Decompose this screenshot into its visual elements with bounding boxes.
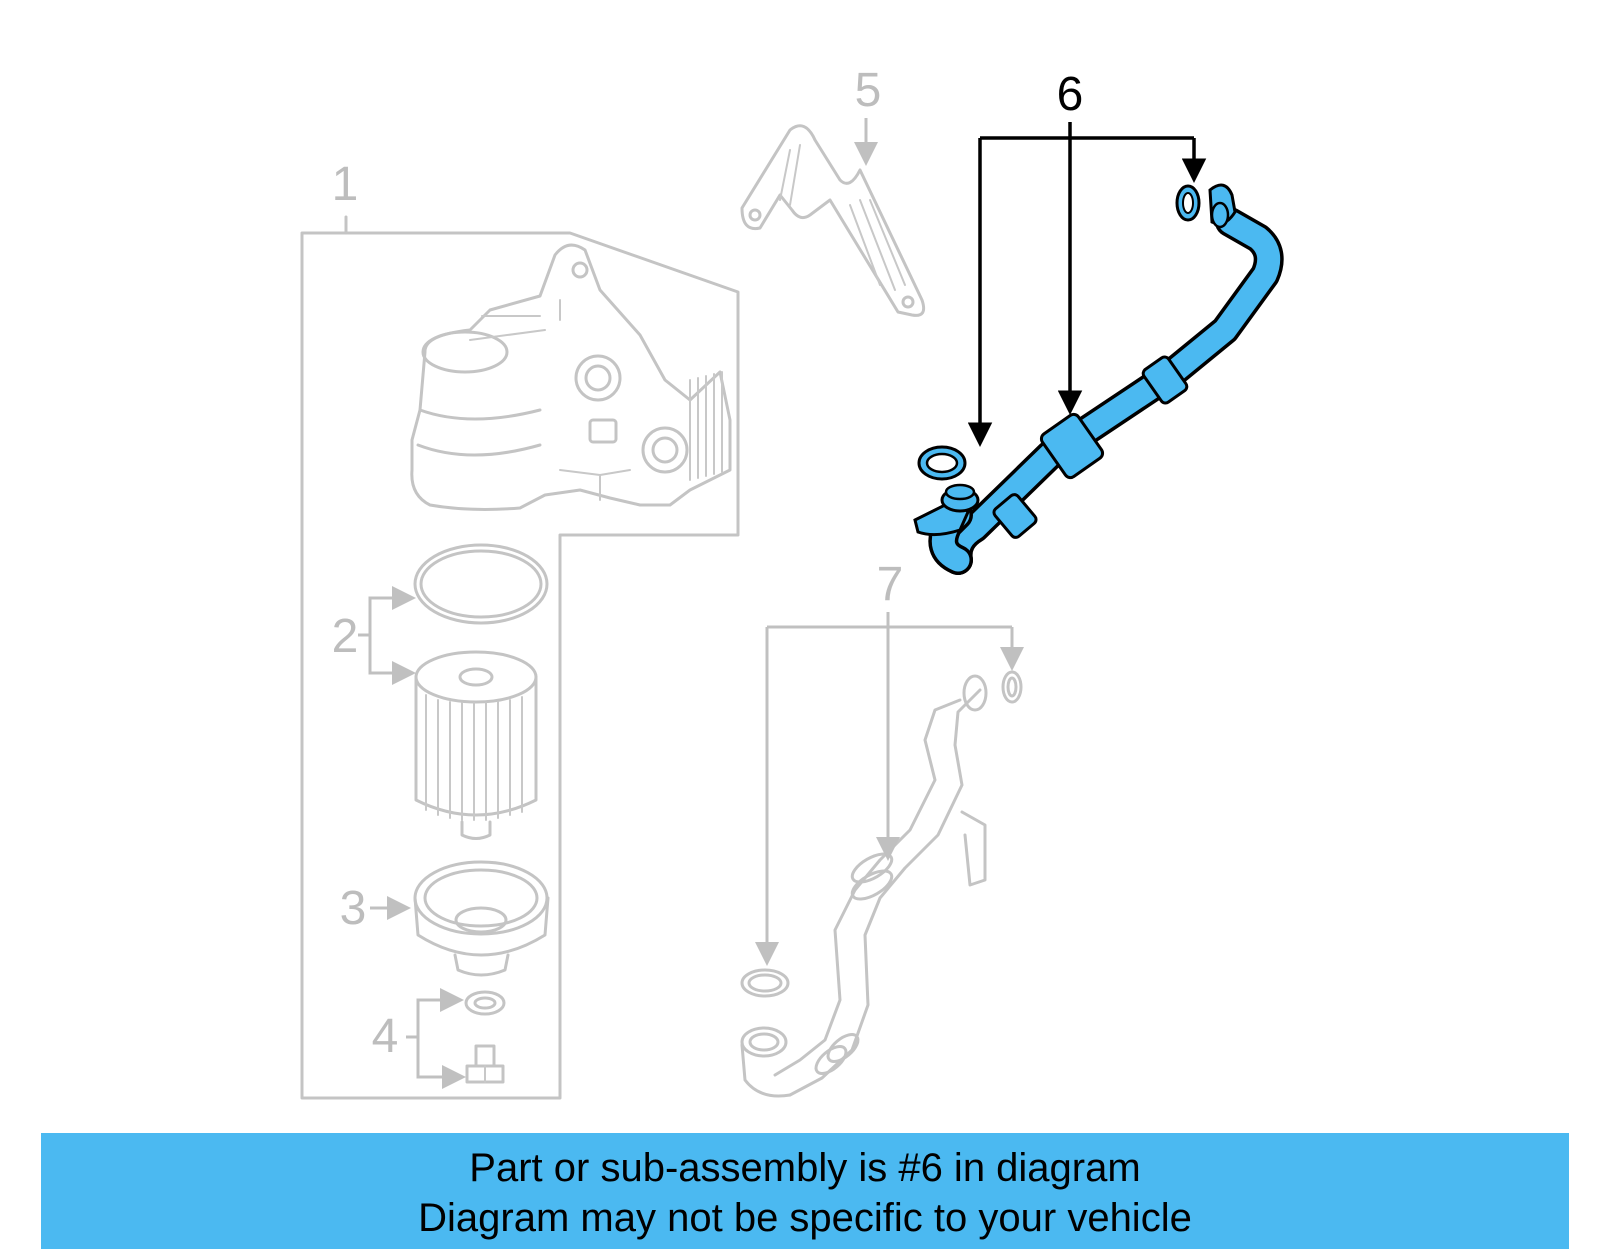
callout-6[interactable]: 6 (1057, 68, 1084, 121)
part-1-frame (300, 215, 740, 1100)
callout-3[interactable]: 3 (340, 882, 367, 935)
callout-7[interactable]: 7 (877, 558, 904, 611)
callout-1[interactable]: 1 (332, 158, 359, 211)
banner-line-1: Part or sub-assembly is #6 in diagram (469, 1146, 1141, 1190)
part-2-arrows (358, 586, 416, 685)
info-banner: Part or sub-assembly is #6 in diagram Di… (41, 1133, 1569, 1249)
callout-4[interactable]: 4 (372, 1010, 399, 1063)
oil-filter-housing-drawing (410, 243, 732, 511)
part-7-arrows (755, 612, 1024, 966)
banner-line-2: Diagram may not be specific to your vehi… (418, 1196, 1192, 1240)
part-6-oil-line-highlight (913, 183, 1284, 575)
part-4-drawing (464, 990, 506, 1084)
part-3-drawing (413, 860, 550, 977)
part-5-drawing (740, 124, 926, 317)
callout-5[interactable]: 5 (855, 64, 882, 117)
part-4-arrows (406, 988, 466, 1089)
part-2-drawing (413, 543, 549, 840)
part-7-drawing (740, 670, 1023, 1098)
callout-2[interactable]: 2 (332, 610, 359, 663)
part-6-arrows (967, 122, 1207, 447)
